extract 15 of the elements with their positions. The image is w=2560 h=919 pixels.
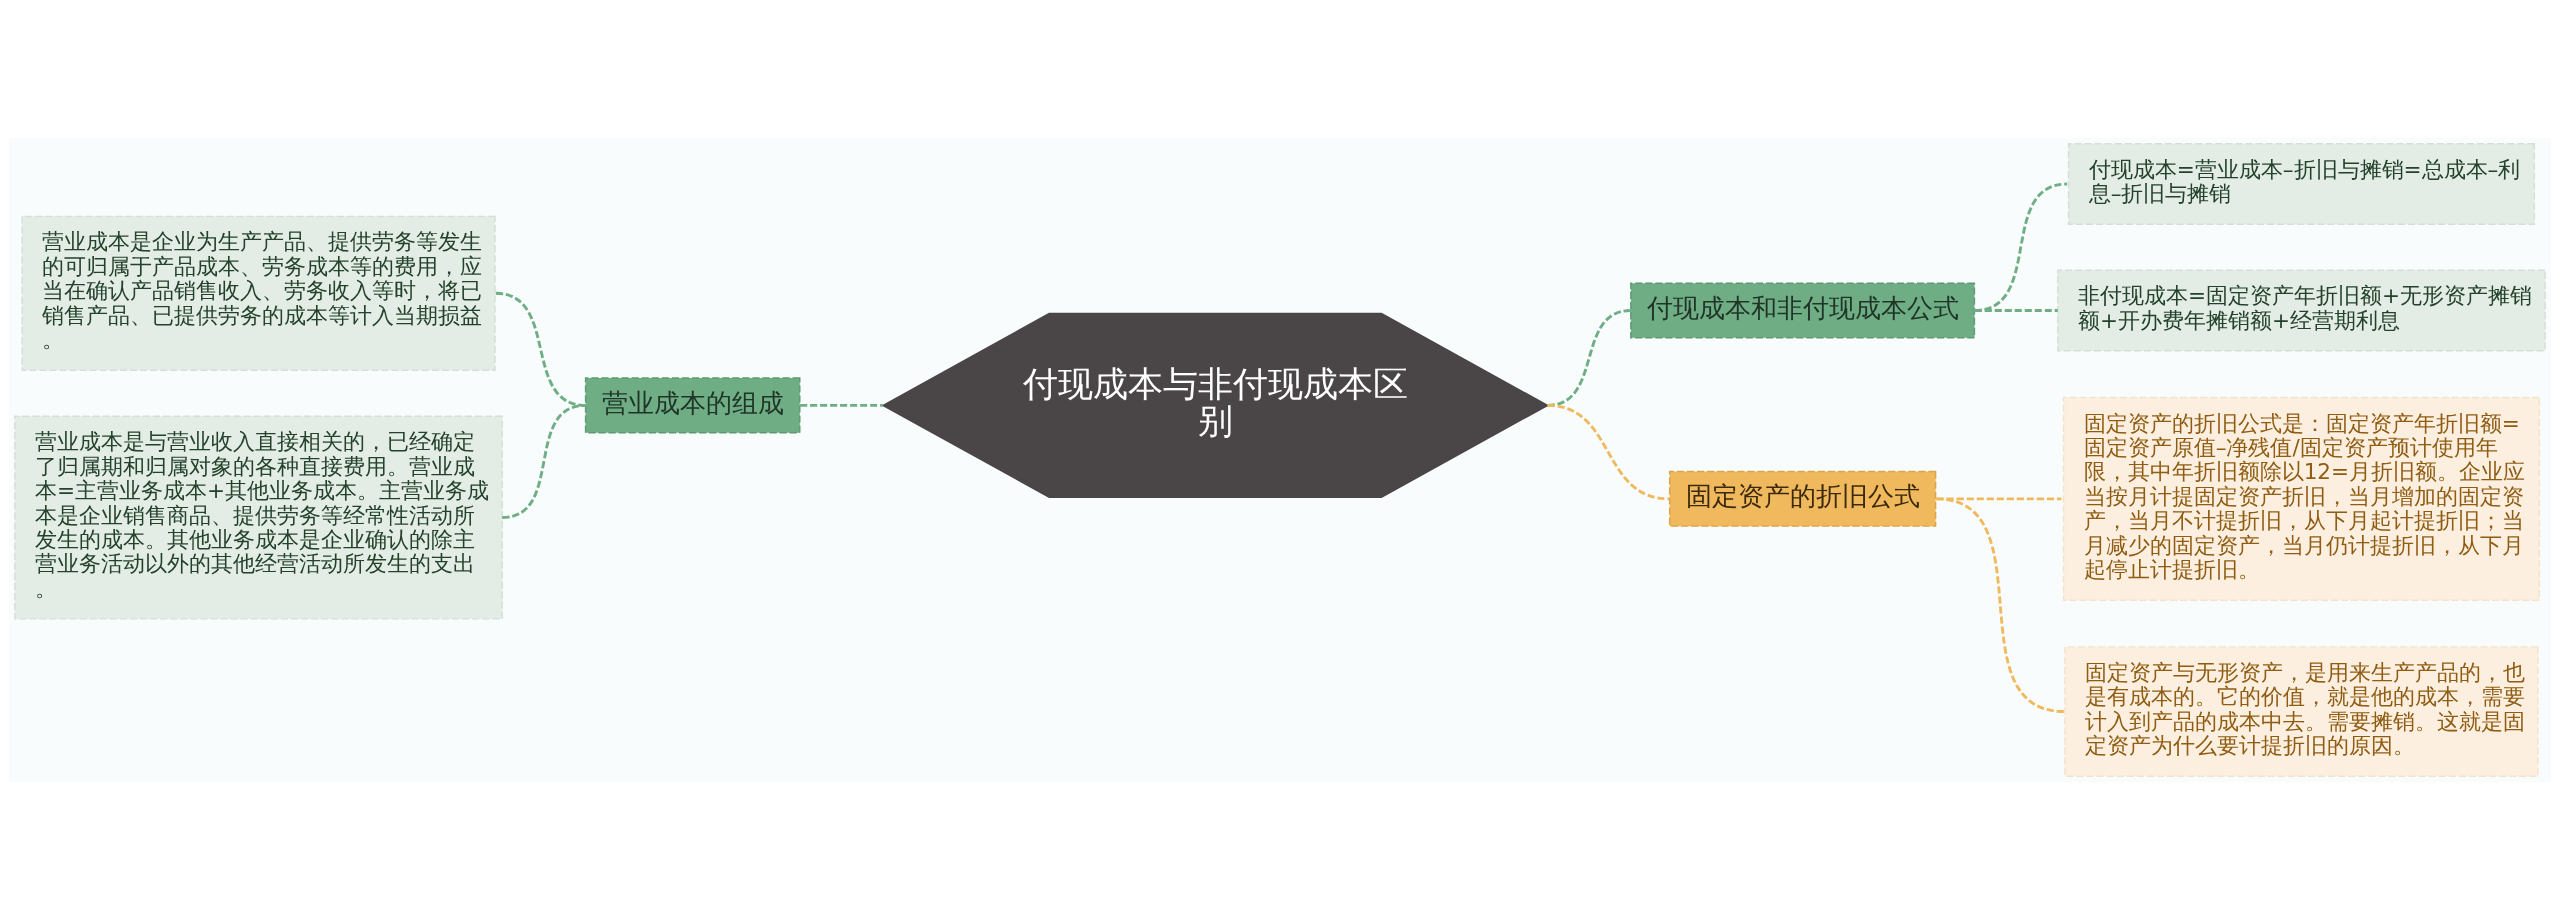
node-box: 营业成本的组成 xyxy=(584,376,801,433)
connector xyxy=(799,403,884,407)
node-box: 付现成本和非付现成本公式 xyxy=(1630,281,1976,339)
node-box: 营业成本是与营业收入直接相关的，已经确定了归属期和归属对象的各种直接费用。营业成本=主营业务成本+其他业务成本。主营业务成本是企业销售商品、提供劳务等经常性活动所发生的成本。其他业务成本是企业确认的除主营业务活动以外的其他经营活动所发生的支出。 xyxy=(14,414,503,620)
connector xyxy=(1974,182,2068,312)
node-box: 非付现成本=固定资产年折旧额+无形资产摊销额+开办费年摊销额+经营期利息 xyxy=(2057,269,2546,351)
connector xyxy=(1974,308,2058,312)
node-box: 固定资产与无形资产，是用来生产产品的，也是有成本的。它的价值，就是他的成本，需要计入到产品的成本中去。需要摊销。这就是固定资产为什么要计提折旧的原因。 xyxy=(2064,645,2539,777)
node-box: 固定资产的折旧公式 xyxy=(1668,470,1937,527)
node-box: 固定资产的折旧公式是：固定资产年折旧额=固定资产原值–净残值/固定资产预计使用年限，其中年折旧额除以12=月折旧额。企业应当按月计提固定资产折旧，当月增加的固定资产，当月不计提折旧，从下月起计提折旧；当月减少的固定资产，当月仍计提折旧，从下月起停止计提折旧。 xyxy=(2062,396,2541,601)
node-box: 营业成本是企业为生产产品、提供劳务等发生的可归属于产品成本、劳务成本等的费用，应当在确认产品销售收入、劳务收入等时，将已销售产品、已提供劳务的成本等计入当期损益。 xyxy=(21,215,496,371)
node-box: 付现成本=营业成本–折旧与摊销=总成本–利息–折旧与摊销 xyxy=(2067,142,2536,225)
connector xyxy=(501,403,586,519)
connector xyxy=(1936,496,2065,713)
connector xyxy=(1547,403,1670,500)
